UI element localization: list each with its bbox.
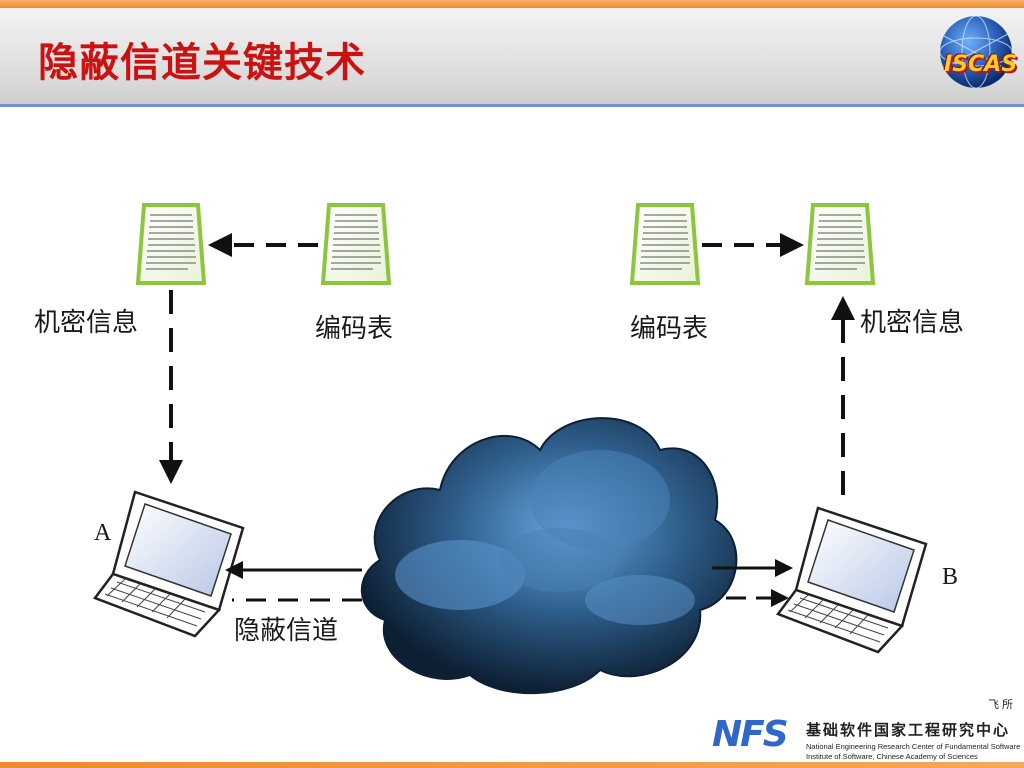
label-node-b: B	[942, 564, 958, 591]
org-name-en-1: National Engineering Research Center of …	[806, 742, 1020, 751]
org-name-cn: 基础软件国家工程研究中心	[806, 719, 1010, 740]
nfs-logo: NFS	[712, 714, 787, 755]
network-cloud-icon	[362, 418, 737, 693]
codebook-document-left-icon	[323, 205, 389, 283]
org-name-en-2: Institute of Software, Chinese Academy o…	[806, 752, 978, 761]
secret-document-left-icon	[138, 205, 204, 283]
label-covert-channel: 隐蔽信道	[234, 610, 338, 647]
label-node-a: A	[94, 520, 111, 547]
secret-document-right-icon	[807, 205, 873, 283]
label-codebook-left: 编码表	[315, 308, 393, 345]
footer-corner-text: 飞 所	[988, 696, 1013, 712]
label-secret-info-right: 机密信息	[860, 302, 964, 339]
label-codebook-right: 编码表	[630, 308, 708, 345]
label-secret-info-left: 机密信息	[34, 302, 138, 339]
laptop-b-icon	[778, 508, 926, 652]
codebook-document-right-icon	[632, 205, 698, 283]
laptop-a-icon	[95, 492, 243, 636]
bottom-accent-bar	[0, 762, 1024, 768]
